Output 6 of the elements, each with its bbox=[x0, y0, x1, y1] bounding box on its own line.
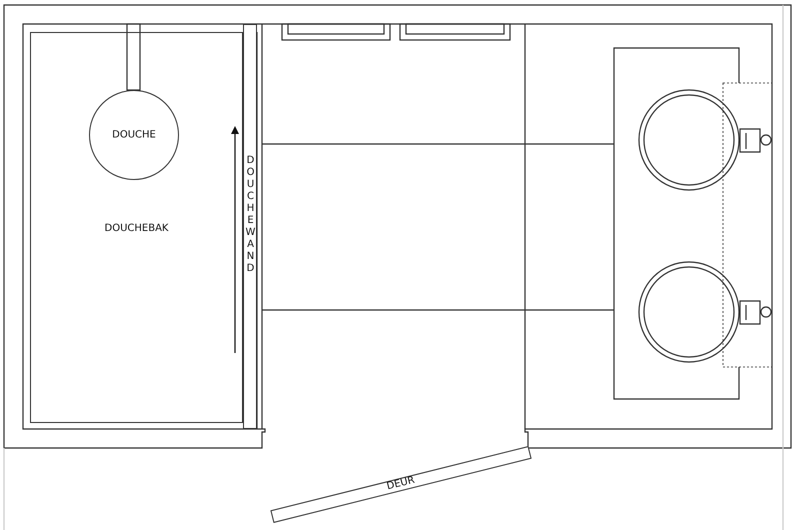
room-label: DOUCHEBAK bbox=[104, 223, 168, 234]
shower-tray bbox=[30, 32, 243, 423]
room-label: DOUCHEWAND bbox=[244, 155, 256, 275]
room-label: DEUR bbox=[386, 474, 416, 492]
room-label: DOUCHE bbox=[112, 130, 156, 140]
shower-wall bbox=[243, 24, 257, 429]
